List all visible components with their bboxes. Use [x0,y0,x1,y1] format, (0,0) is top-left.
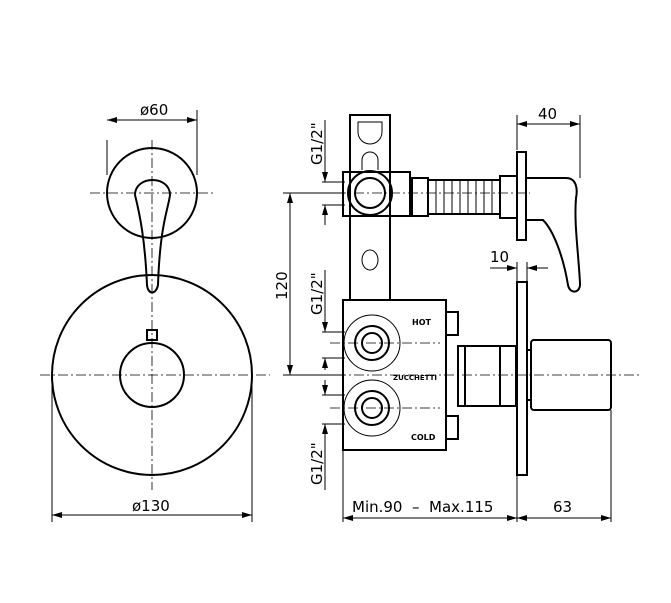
dim-install-depth: Min.90 – Max.115 [352,498,493,516]
small-flange [516,151,527,241]
lever-handle [133,179,172,294]
dim-120: 120 [273,271,291,300]
side-lever [526,177,582,293]
label-brand: ZUCCHETTI [393,374,437,382]
cartridge [457,345,517,407]
label-cold: COLD [411,433,436,442]
dim-40: 40 [538,105,557,123]
dim-thread-top: G1/2" [308,122,326,165]
small-plate [106,147,198,239]
dim-d130: ø130 [132,497,170,515]
front-view: ø60 ø130 [40,101,270,522]
dim-thread-bottom: G1/2" [308,442,326,485]
dim-10: 10 [490,248,509,266]
dim-thread-middle: G1/2" [308,272,326,315]
large-flange [516,281,528,476]
dim-d60: ø60 [140,101,168,119]
large-plate [51,274,253,476]
ribbed-tube [427,179,501,215]
label-hot: HOT [412,318,431,327]
side-view: HOT ZUCCHETTI COLD 120 G1/2" G1/2" G1/2" [273,105,640,522]
knob [119,342,185,408]
knob-marker [146,329,158,341]
dim-63: 63 [553,498,572,516]
